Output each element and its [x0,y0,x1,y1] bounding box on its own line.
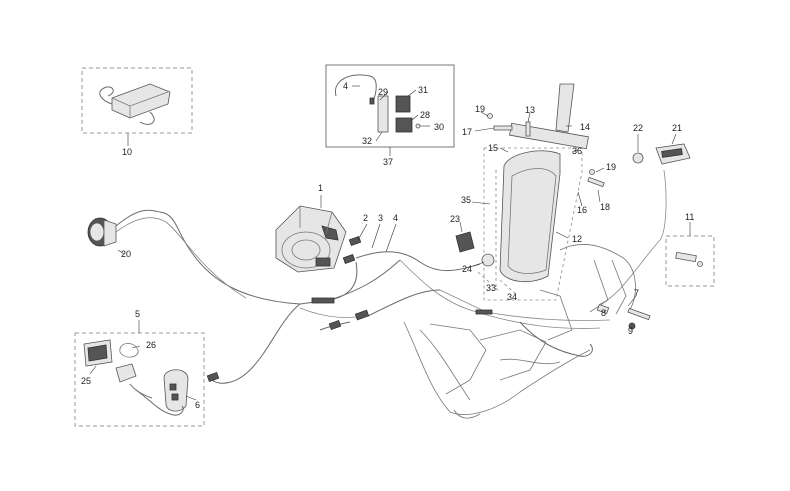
callout-16: 16 [577,205,587,215]
callout-3: 3 [378,213,383,223]
nut-part-22[interactable] [632,152,644,164]
callout-14: 14 [580,122,590,132]
callout-7: 7 [634,288,639,298]
callout-11: 11 [685,212,694,222]
sensor-part-32[interactable] [377,95,389,133]
sensor-kit-group: 4 29 31 28 30 32 37 [325,64,455,167]
callout-26: 26 [146,340,156,350]
callout-19b: 19 [606,162,616,172]
callout-13: 13 [525,105,535,115]
callout-20: 20 [121,249,131,259]
remote-part-6[interactable] [163,369,189,412]
callout-8: 8 [601,308,606,318]
sensor-small-part [369,97,375,105]
callout-12: 12 [572,234,582,244]
callout-2: 2 [363,213,368,223]
callout-23: 23 [450,214,460,224]
callout-6: 6 [195,400,200,410]
callout-31: 31 [418,85,428,95]
callout-35: 35 [461,195,471,205]
callout-9: 9 [628,326,633,336]
callout-37: 37 [383,157,393,167]
callout-25: 25 [81,376,91,386]
charger-box [81,67,193,134]
charger-part[interactable] [99,83,171,125]
washer-19a[interactable] [487,113,493,119]
sensor-part-8[interactable] [596,303,610,315]
charger-group: 10 [81,67,193,157]
rear-light-part-21[interactable] [655,143,691,165]
callout-30: 30 [434,122,444,132]
callout-15: 15 [488,143,498,153]
bolt-13[interactable] [525,121,531,137]
callout-34: 34 [507,292,517,302]
battery-dashed-outline [483,147,583,301]
harness-connector-c [206,371,220,383]
harness-clip [475,309,493,315]
bolt-34-line [499,279,519,297]
bolt-18[interactable] [587,176,605,188]
magnet-part-31[interactable] [395,95,411,113]
callout-19a: 19 [475,104,485,114]
connector-3[interactable] [342,253,356,265]
harness-connector-a [354,309,370,321]
sensor-part-28[interactable] [395,117,413,133]
lock-part-24[interactable] [481,253,495,267]
bolt-33-line [477,271,501,293]
sensor-kit-box [325,64,455,148]
callout-10: 10 [122,147,132,157]
callout-17: 17 [462,127,472,137]
screw-30[interactable] [415,123,421,129]
motor-part-1[interactable] [275,205,347,273]
callout-36: 36 [572,146,582,156]
callout-1: 1 [318,183,323,193]
lock-part-23[interactable] [455,231,475,253]
bolt-kit-group: 11 [665,212,715,287]
mount-part-26[interactable] [115,343,139,383]
callout-33: 33 [486,283,496,293]
harness-junction [311,297,335,304]
harness-connector-b [328,319,342,331]
headlight-part-20[interactable] [87,217,117,247]
callout-18: 18 [600,202,610,212]
controls-box [74,332,205,427]
display-part-25[interactable] [83,339,113,367]
wiring-harness [115,169,667,384]
sensor-cable [334,74,377,105]
callout-4: 4 [393,213,398,223]
bolt-part-7[interactable] [627,307,651,321]
callout-4b: 4 [343,81,348,91]
bike-frame [403,244,636,419]
controls-group: 5 26 25 6 [74,309,205,427]
connector-2[interactable] [348,235,362,247]
callout-28: 28 [420,110,430,120]
battery-part-12[interactable] [499,150,561,283]
washer-19b[interactable] [589,169,595,175]
callout-5: 5 [135,309,140,319]
callout-29: 29 [378,87,388,97]
callout-24: 24 [462,264,472,274]
callout-21: 21 [672,123,682,133]
callout-22: 22 [633,123,643,133]
bolt-kit-part[interactable] [675,251,703,267]
callout-32: 32 [362,136,372,146]
bolt-17[interactable] [493,125,513,131]
battery-bracket-14[interactable] [509,83,589,150]
